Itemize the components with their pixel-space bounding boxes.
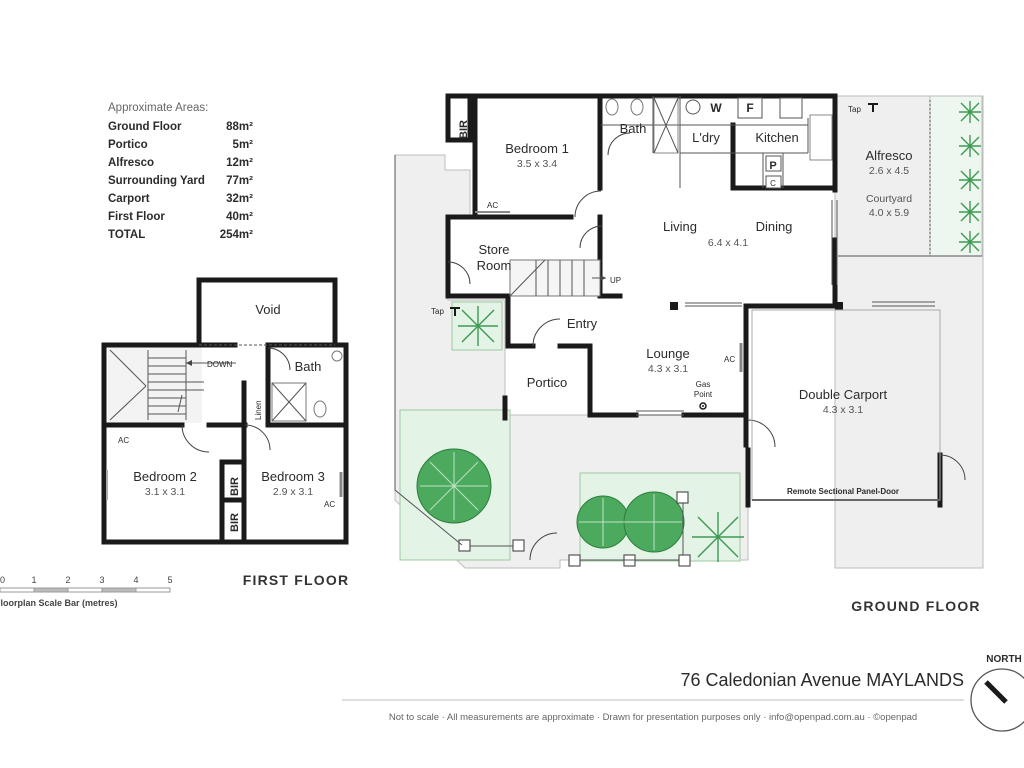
ground-bir-label: BIR: [458, 120, 470, 139]
areas-title: Approximate Areas:: [108, 102, 208, 114]
panel-door-label: Remote Sectional Panel-Door: [787, 487, 899, 496]
area-row-label: First Floor: [108, 211, 165, 223]
area-row-label: Alfresco: [108, 157, 154, 169]
alfresco-name: Alfresco: [866, 148, 913, 163]
living-dims: 6.4 x 4.1: [708, 237, 748, 249]
bedroom-3-dims: 2.9 x 3.1: [273, 486, 313, 498]
store-room-line-1: Store: [478, 242, 509, 257]
area-row-value: 254m²: [220, 229, 253, 241]
first-floor-bir-2: BIR: [229, 513, 241, 532]
area-row-label: Portico: [108, 139, 148, 151]
living-label: Living: [663, 219, 697, 234]
scale-tick-label: 4: [133, 575, 138, 585]
entry-label: Entry: [567, 316, 598, 331]
first-floor-title: FIRST FLOOR: [243, 572, 350, 588]
carport-dims: 4.3 x 3.1: [823, 404, 863, 416]
palm-garden-left: [458, 306, 498, 346]
ground-bath-label: Bath: [620, 121, 647, 136]
scale-tick-label: 3: [99, 575, 104, 585]
north-compass: NORTH: [970, 654, 1024, 732]
ground-floor-stairs: [509, 259, 606, 297]
up-label: UP: [610, 276, 621, 285]
north-label: NORTH: [986, 654, 1022, 665]
scale-caption: Floorplan Scale Bar (metres): [0, 598, 118, 608]
bedroom-3-name: Bedroom 3: [261, 469, 325, 484]
scale-tick-label: 5: [167, 575, 172, 585]
scale-tick-label: 2: [65, 575, 70, 585]
laundry-label: L'dry: [692, 130, 720, 145]
tap-right-label: Tap: [848, 105, 861, 114]
area-row-value: 77m²: [226, 175, 253, 187]
carport-name: Double Carport: [799, 387, 888, 402]
courtyard-name: Courtyard: [866, 193, 912, 205]
first-floor-ac-right: AC: [324, 500, 335, 509]
washer-label: W: [710, 101, 722, 115]
ground-floor-plan: BIR Bedroom 1 3.5 x 3.4 AC Bath L'dry Ki…: [394, 93, 984, 614]
lounge-dims: 4.3 x 3.1: [648, 363, 688, 375]
gas-point-line-1: Gas: [696, 380, 711, 389]
first-floor-bir-1: BIR: [229, 477, 241, 496]
courtyard-palms: [959, 101, 981, 253]
store-room-line-2: Room: [477, 258, 512, 273]
lounge-name: Lounge: [646, 346, 689, 361]
area-row-label: Ground Floor: [108, 121, 182, 133]
scale-tick-label: 0: [0, 575, 5, 585]
bedroom-1-dims: 3.5 x 3.4: [517, 158, 557, 170]
area-row-label: Carport: [108, 193, 150, 205]
void-label: Void: [255, 302, 280, 317]
courtyard-dims: 4.0 x 5.9: [869, 207, 909, 219]
area-row-value: 40m²: [226, 211, 253, 223]
portico-label: Portico: [527, 375, 567, 390]
bedroom-2-dims: 3.1 x 3.1: [145, 486, 185, 498]
disclaimer-footer: Not to scale · All measurements are appr…: [389, 712, 917, 723]
areas-table: Approximate Areas: Ground Floor 88m² Porti…: [108, 102, 253, 241]
area-row-label: Surrounding Yard: [108, 175, 205, 187]
gas-point-line-2: Point: [694, 390, 713, 399]
north-arrow-icon: [984, 680, 1008, 704]
bedroom-1-ac: AC: [487, 201, 498, 210]
first-floor-plan: DOWN Void Bath Linen AC AC BIR BIR: [101, 277, 350, 588]
fridge-label: F: [746, 101, 753, 115]
scale-bar: 0 1 2 3 4 5 Floorplan Scale Bar (metres): [0, 575, 173, 608]
tap-left-label: Tap: [431, 307, 444, 316]
area-row-value: 12m²: [226, 157, 253, 169]
pantry-label: P: [769, 160, 776, 172]
kitchen-label: Kitchen: [755, 130, 798, 145]
property-address: 76 Caledonian Avenue MAYLANDS: [680, 670, 964, 690]
bedroom-2-name: Bedroom 2: [133, 469, 197, 484]
linen-label: Linen: [254, 400, 263, 420]
alfresco-dims: 2.6 x 4.5: [869, 165, 909, 177]
scale-tick-label: 1: [31, 575, 36, 585]
area-row-value: 32m²: [226, 193, 253, 205]
first-floor-bath-label: Bath: [295, 359, 322, 374]
first-floor-stairs: [109, 349, 236, 421]
ground-floor-title: GROUND FLOOR: [851, 598, 981, 614]
lounge-ac: AC: [724, 355, 735, 364]
bedroom-1-name: Bedroom 1: [505, 141, 569, 156]
palm-garden-right: [692, 512, 744, 562]
dining-label: Dining: [756, 219, 793, 234]
cupboard-label: C: [770, 179, 776, 188]
first-floor-ac-left: AC: [118, 436, 129, 445]
area-row-value: 88m²: [226, 121, 253, 133]
tree-detail: [420, 452, 682, 550]
area-row-value: 5m²: [233, 139, 254, 151]
down-label: DOWN: [207, 360, 233, 369]
area-row-label: TOTAL: [108, 229, 145, 241]
